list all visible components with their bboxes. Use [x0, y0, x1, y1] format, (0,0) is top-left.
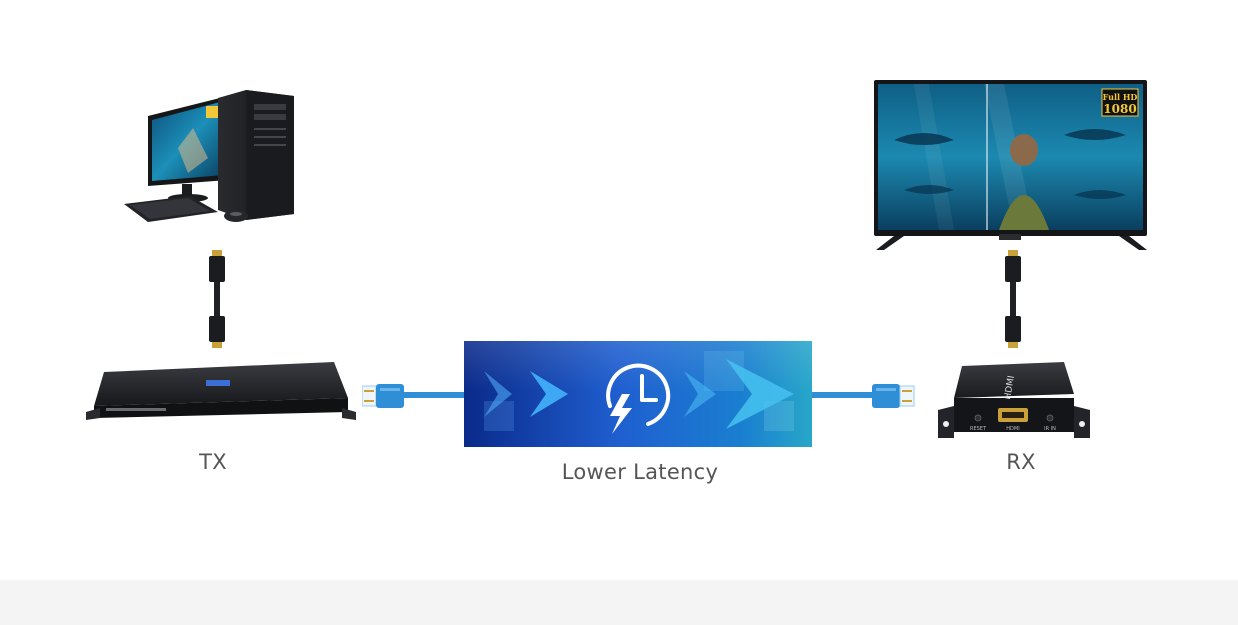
rx-receiver-device: HDMI RESET HDMI IR IN: [938, 362, 1090, 438]
ethernet-cable-left: [362, 384, 468, 408]
latency-label: Lower Latency: [561, 460, 719, 484]
tx-transmitter-device: [86, 362, 356, 420]
chevron-right-icon: [484, 359, 794, 429]
hdmi-cable-left: [209, 250, 225, 348]
tx-label: TX: [199, 450, 227, 474]
rx-ir-label: IR IN: [1044, 426, 1056, 432]
desktop-computer-icon: [124, 90, 294, 222]
footer-band: [0, 580, 1238, 625]
rx-hdmi-label: HDMI: [1006, 426, 1019, 432]
clock-lightning-icon: [606, 363, 671, 434]
tv-badge-line1: Full HD: [1103, 92, 1138, 102]
tv-badge-line2: 1080: [1103, 102, 1136, 116]
ethernet-cable-right: [808, 384, 915, 408]
rx-reset-label: RESET: [970, 426, 987, 432]
latency-panel: [464, 341, 812, 447]
rx-label: RX: [1006, 450, 1036, 474]
diagram-canvas: Full HD 1080: [86, 80, 1147, 484]
hdmi-cable-right: [1005, 250, 1021, 348]
television-icon: Full HD 1080: [874, 80, 1147, 250]
rx-brand-text: HDMI: [1003, 375, 1017, 400]
